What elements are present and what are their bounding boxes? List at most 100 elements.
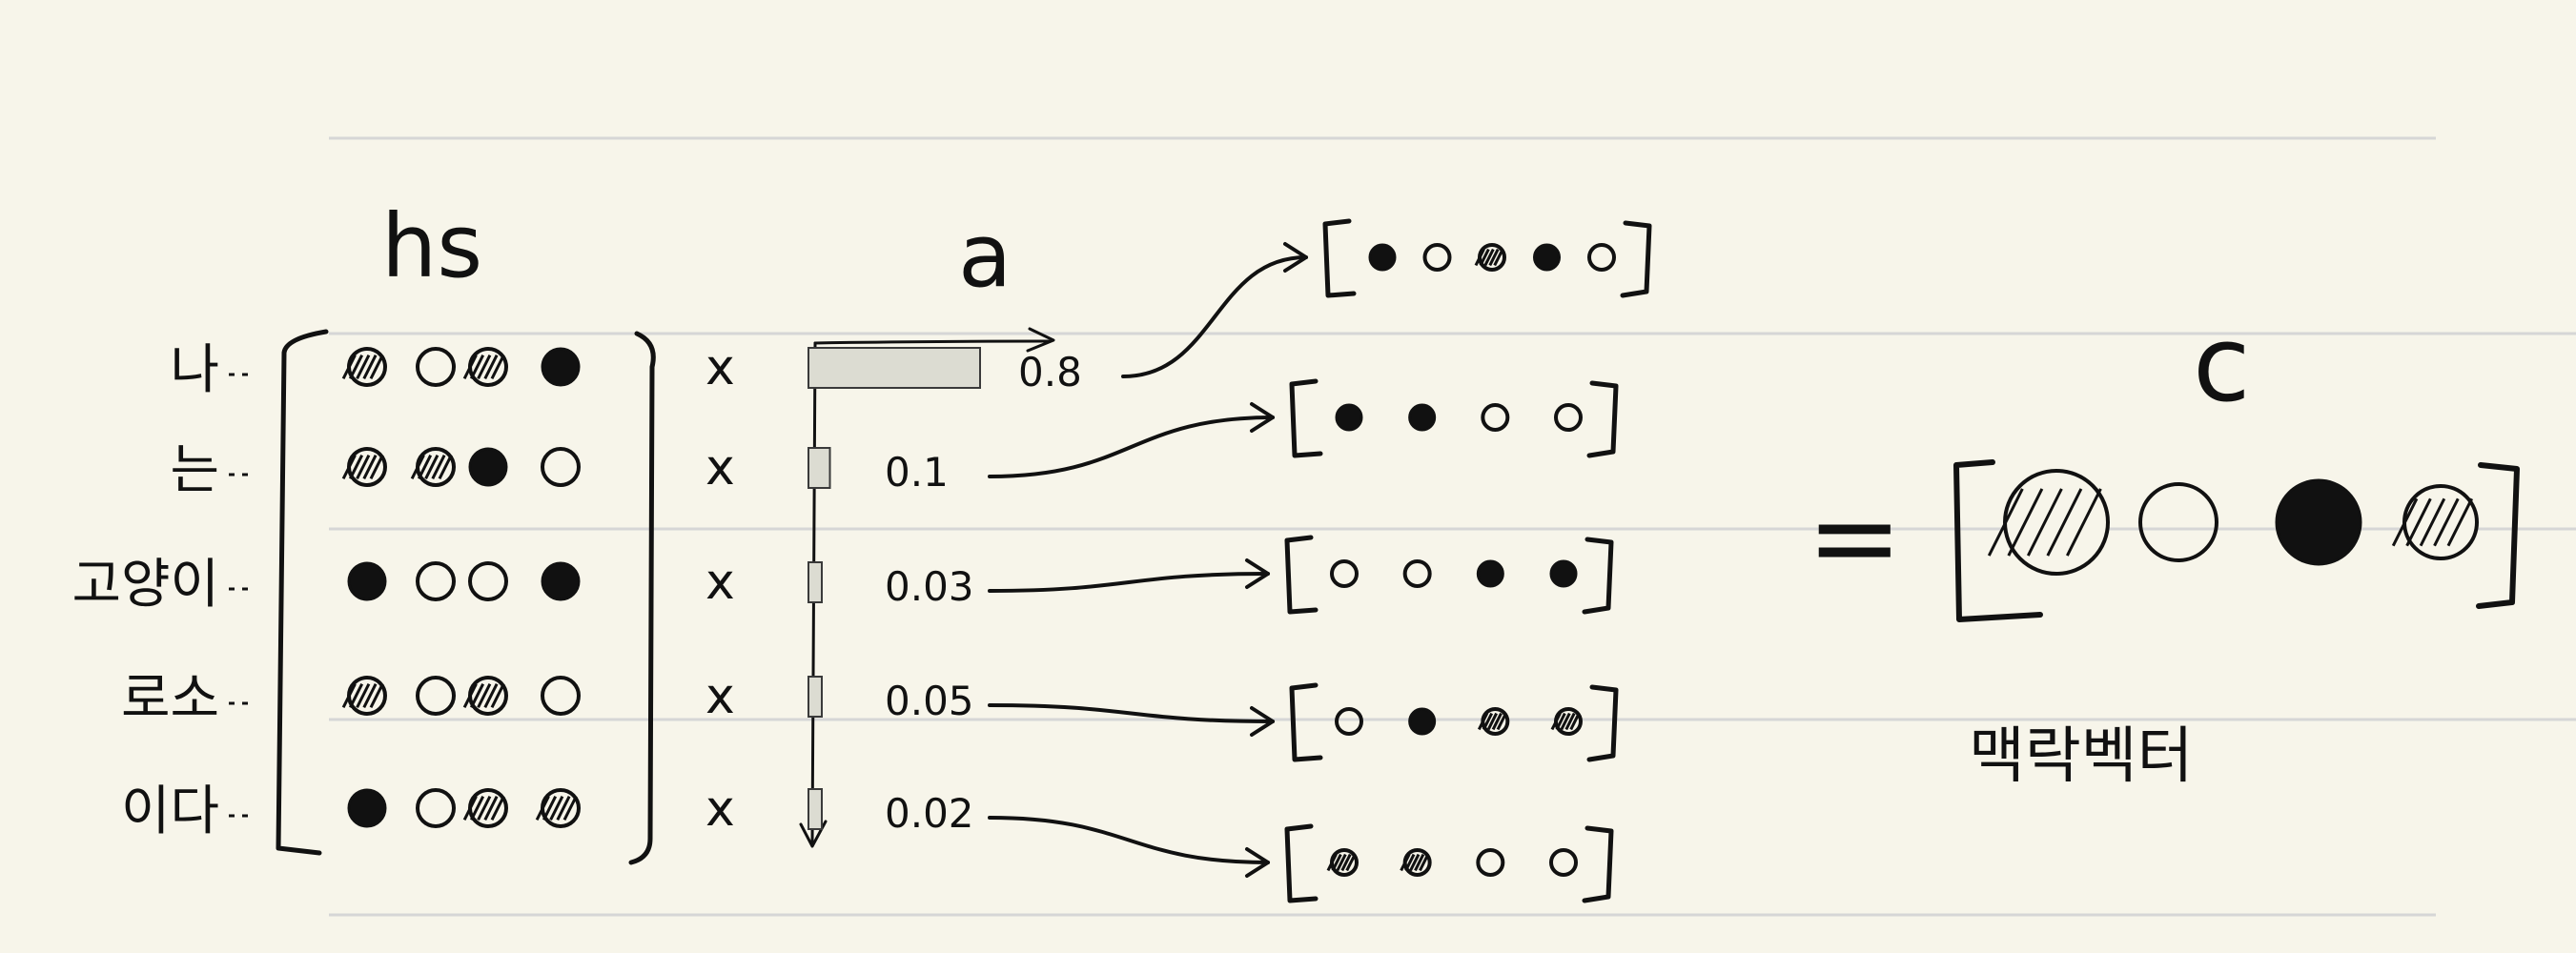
matrix-row: 이다 x 0.02 <box>121 781 1614 903</box>
matrix-left-bracket <box>276 329 329 856</box>
times-sign: x <box>705 554 735 611</box>
hollow-dot <box>541 676 581 716</box>
filled-dot <box>468 447 508 487</box>
filled-dot <box>541 347 581 387</box>
row-arrow <box>988 572 1270 593</box>
result-caption: 맥락벡터 <box>1969 721 2194 792</box>
weight-label: 0.8 <box>1018 349 1082 395</box>
hollow-dot <box>1476 848 1505 877</box>
row-arrowhead <box>1245 847 1270 878</box>
row-arrowhead <box>1250 706 1275 737</box>
equals-sign: = <box>1807 472 1903 604</box>
hatched-dot <box>2391 484 2479 560</box>
hatched-dot <box>1477 707 1510 736</box>
matrix-row: 나 x 0.8 <box>170 218 1652 401</box>
hollow-dot <box>1330 559 1359 588</box>
matrix-row: 는 x 0.1 <box>170 378 1619 501</box>
hollow-dot <box>1335 707 1363 736</box>
hatched-dot <box>410 447 456 487</box>
filled-dot <box>1408 403 1437 432</box>
weight-label: 0.03 <box>885 563 974 610</box>
result-left-bracket <box>1953 459 2043 622</box>
filled-dot <box>1476 559 1504 588</box>
times-sign: x <box>705 439 735 497</box>
hollow-dot <box>1481 403 1510 432</box>
hollow-dot <box>1549 848 1578 877</box>
filled-dot <box>1549 559 1578 588</box>
weight-bar <box>808 788 823 830</box>
scaled-vector <box>1289 682 1619 762</box>
scaled-vector <box>1322 218 1652 298</box>
hatched-dot <box>1326 848 1359 877</box>
row-arrowhead <box>1283 242 1308 273</box>
hollow-dot <box>416 561 456 601</box>
scaled-right-bracket <box>1582 537 1614 615</box>
weight-label: 0.05 <box>885 678 974 724</box>
weight-bar <box>808 447 831 489</box>
scaled-right-bracket <box>1620 220 1652 298</box>
matrix-label: hs <box>381 195 482 297</box>
scaled-left-bracket <box>1284 823 1319 903</box>
row-arrowhead <box>1250 402 1275 433</box>
scaled-left-bracket <box>1289 682 1323 762</box>
hollow-dot <box>2138 482 2218 562</box>
hatched-dot <box>462 347 508 387</box>
hollow-dot <box>416 347 456 387</box>
hatched-dot <box>341 676 387 716</box>
hollow-dot <box>1554 403 1583 432</box>
hatched-dot <box>341 347 387 387</box>
scaled-left-bracket <box>1289 378 1323 458</box>
hatched-dot <box>341 447 387 487</box>
row-arrow <box>988 703 1275 723</box>
filled-dot <box>541 561 581 601</box>
row-word: 이다 <box>121 781 219 842</box>
hollow-dot <box>416 676 456 716</box>
scaled-vector <box>1289 378 1619 458</box>
hollow-dot <box>1422 243 1452 272</box>
scaled-left-bracket <box>1322 218 1357 298</box>
weights-label: a <box>958 205 1012 307</box>
filled-dot <box>2275 478 2362 566</box>
row-arrow <box>1121 255 1308 378</box>
filled-dot <box>1408 707 1437 736</box>
weight-bar <box>808 347 981 389</box>
weight-axis-horizontal <box>813 339 1051 345</box>
hatched-dot <box>462 676 508 716</box>
result-vector <box>1987 469 2479 576</box>
hollow-dot <box>468 561 508 601</box>
scaled-left-bracket <box>1284 535 1319 615</box>
ruled-lines <box>329 136 2576 917</box>
scaled-vector <box>1284 823 1614 903</box>
hatched-dot <box>1550 707 1583 736</box>
filled-dot <box>347 788 387 828</box>
weight-bar <box>808 561 823 603</box>
weight-axis-arrowhead <box>1026 327 1055 353</box>
scaled-right-bracket <box>1582 825 1614 903</box>
hatched-dot <box>535 788 581 828</box>
matrix-rows: 나 x 0.8 는 x 0.1 고양이 x 0.03 로소 x 0.05 이다 x 0.02 <box>72 218 1652 903</box>
weight-label: 0.02 <box>885 790 974 837</box>
weight-bar <box>808 676 823 718</box>
result-right-bracket <box>2476 462 2520 609</box>
hatched-dot <box>1987 469 2110 576</box>
scaled-right-bracket <box>1586 684 1619 762</box>
scaled-right-bracket <box>1586 380 1619 458</box>
row-word: 고양이 <box>72 554 219 616</box>
scaled-vector <box>1284 535 1614 615</box>
row-word: 나 <box>170 339 219 401</box>
times-sign: x <box>705 781 735 838</box>
row-arrow <box>988 816 1270 864</box>
filled-dot <box>1368 243 1397 272</box>
hollow-dot <box>1587 243 1616 272</box>
hollow-dot <box>1402 559 1432 588</box>
hollow-dot <box>416 788 456 828</box>
hollow-dot <box>541 447 581 487</box>
hatched-dot <box>1400 848 1432 877</box>
result-label: c <box>2193 303 2250 425</box>
times-sign: x <box>705 339 735 396</box>
weight-label: 0.1 <box>885 449 949 496</box>
times-sign: x <box>705 668 735 725</box>
row-word: 는 <box>170 439 219 501</box>
row-word: 로소 <box>121 668 219 730</box>
